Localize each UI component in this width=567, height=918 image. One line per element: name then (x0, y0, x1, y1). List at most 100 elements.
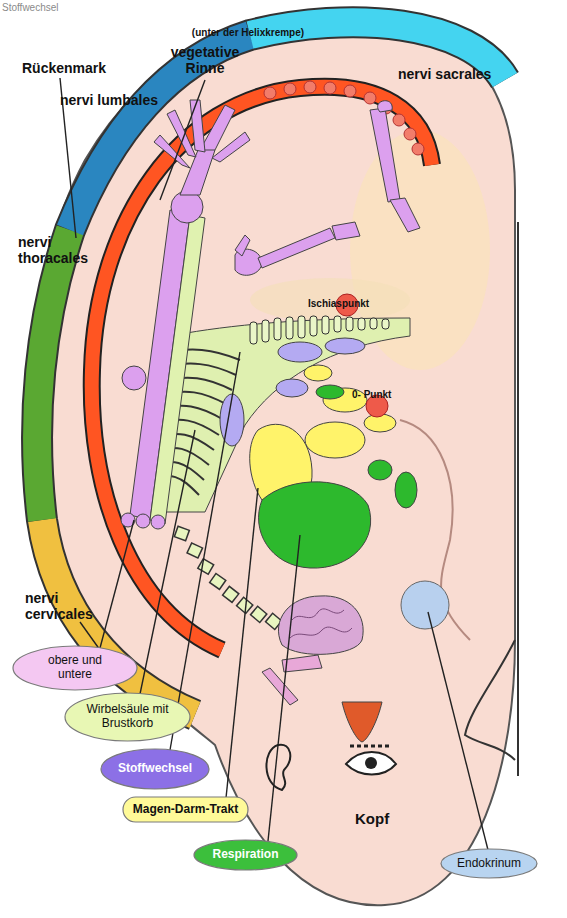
digestive-organs-part (304, 365, 332, 381)
hand-bones (154, 100, 250, 195)
label-ellipse: Respiration (193, 839, 298, 871)
brain-folds-part (292, 609, 344, 620)
lower-teeth (262, 668, 298, 705)
pupil (365, 757, 377, 769)
eyebrow (350, 745, 392, 748)
leg-bones-part (370, 108, 400, 202)
leader-lines-part (100, 520, 134, 648)
label-ellipse: Endokrinum (440, 848, 538, 879)
respiratory-organs-part (368, 460, 392, 480)
joint-circle (122, 366, 146, 390)
groove-dots-part (404, 128, 416, 140)
text-label: nervi cervicales (25, 590, 105, 622)
node-text: Wirbelsäule mit Brustkorb (83, 703, 173, 731)
spine-column (150, 215, 205, 524)
rib-comb-part (358, 318, 365, 330)
text-label: nervi thoracales (18, 234, 98, 266)
node-text: Stoffwechsel (118, 762, 192, 776)
text-label: 0- Punkt (352, 389, 412, 401)
skin-shade (250, 278, 410, 322)
leader-lines-part (268, 535, 300, 841)
helix-bands (37, 22, 505, 715)
small-ear (266, 745, 290, 790)
joint-dots-part (151, 515, 165, 529)
ellipse-fill (441, 849, 537, 878)
text-label: Ischiaspunkt (308, 298, 390, 310)
rib-comb-part (286, 317, 293, 339)
metabolism-organs-part (276, 379, 308, 397)
brain-folds-part (290, 627, 352, 638)
cervical-vertebrae-part (210, 573, 226, 589)
leader-lines (60, 78, 488, 850)
upper-teeth (282, 655, 322, 672)
hand-bones-part (212, 132, 250, 162)
rib-comb (250, 316, 389, 344)
ellipse-fill (194, 840, 297, 870)
leader-lines-part (170, 352, 240, 750)
arm-bones (235, 222, 360, 275)
leader-lines-part (160, 80, 205, 200)
text-label: vegetative Rinne (160, 44, 250, 76)
groove-dots-part (284, 83, 296, 95)
metabolism-organs-part (220, 394, 244, 446)
rib-comb-part (274, 318, 281, 340)
hand-bones-part (180, 145, 215, 195)
groove-dots (264, 81, 424, 155)
rib-cage (150, 318, 410, 512)
leader-lines-part (226, 488, 258, 798)
arm-bones-part (258, 228, 335, 268)
label-ellipse: Magen-Darm-Trakt (122, 796, 249, 823)
brain-folds (290, 609, 352, 638)
label-ellipse: Wirbelsäule mit Brustkorb (64, 692, 191, 742)
hand-bones-part (190, 100, 205, 152)
ellipse-fill (13, 646, 137, 690)
arm-bones-part (332, 222, 360, 240)
cervical-vertebrae-part (198, 559, 214, 575)
leg-bones (370, 101, 420, 232)
band-outline (37, 22, 505, 715)
node-text: Respiration (212, 848, 278, 862)
cervical-vertebrae-part (223, 586, 239, 602)
groove-outline (92, 87, 432, 650)
leader-lines-part (428, 612, 488, 850)
rib-comb-part (370, 318, 377, 329)
digestive-organs-part (305, 422, 365, 458)
groove-dots-part (393, 114, 405, 126)
face-line (517, 222, 519, 776)
hand-bones-part (154, 135, 190, 168)
text-label: nervi lumbales (60, 92, 190, 108)
arm-bones-part (235, 235, 250, 256)
respiratory-organs (259, 385, 417, 568)
metabolism-organs-part (278, 342, 322, 362)
thoracic-band (37, 230, 70, 520)
respiratory-organs-part (316, 385, 344, 399)
text-label: nervi sacrales (398, 66, 528, 82)
groove-dots-part (364, 92, 376, 104)
groove-dots-part (412, 143, 424, 155)
joint-dots-part (136, 514, 150, 528)
leg-bones-part (390, 198, 420, 232)
rib-comb-part (346, 317, 353, 331)
rib-comb-part (334, 316, 341, 332)
rib-comb-part (262, 320, 269, 342)
joint-circle (171, 191, 203, 223)
leg-bones-part (378, 101, 393, 112)
cervical-vertebrae-part (187, 543, 203, 558)
rib-comb-part (310, 316, 317, 336)
text-label: Rückenmark (22, 60, 132, 76)
text-label: (unter der Helixkrempe) (168, 27, 328, 39)
respiratory-organs-part (259, 482, 371, 568)
ellipse-fill (101, 749, 209, 789)
respiratory-organs-part (395, 472, 417, 508)
groove-dots-part (264, 87, 276, 99)
ellipse-fill (65, 693, 190, 741)
hand-bones-part (200, 105, 235, 150)
eye (346, 752, 396, 775)
endocrine-circle (401, 581, 449, 629)
ellipse-fill (123, 797, 248, 822)
label-ellipse: obere und untere (12, 645, 138, 691)
cervical-vertebrae-part (251, 606, 267, 622)
concha-outline (400, 420, 470, 640)
